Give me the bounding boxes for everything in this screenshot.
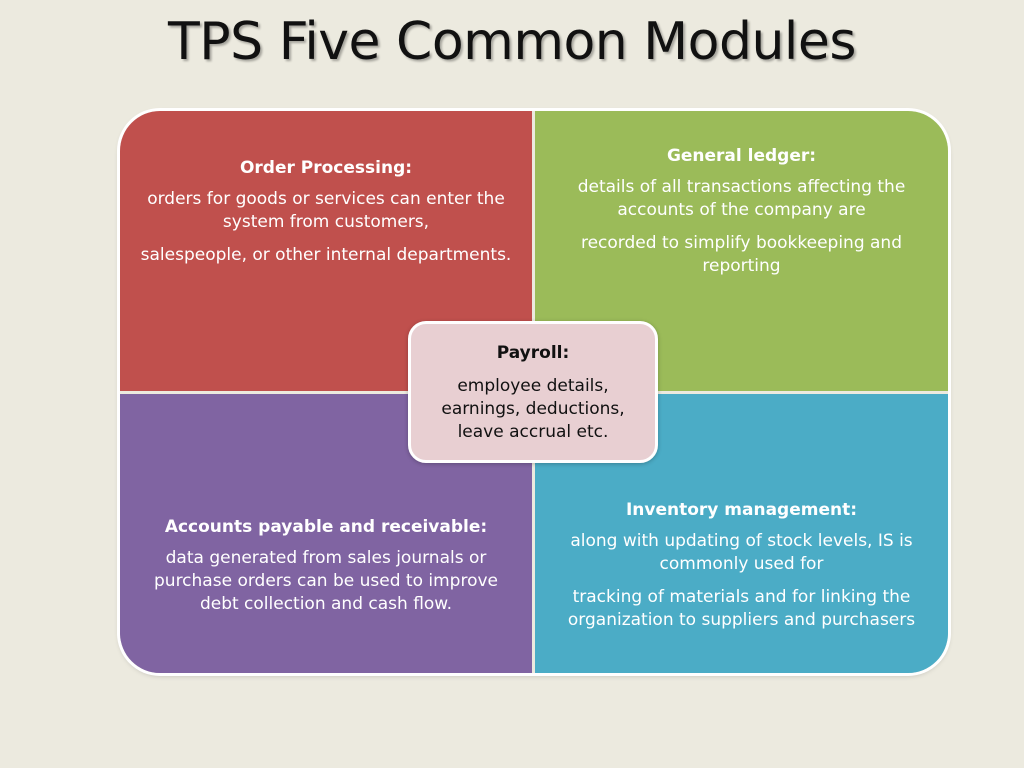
order-processing-heading: Order Processing: xyxy=(239,158,413,178)
payroll-heading: Payroll: xyxy=(496,343,570,363)
order-processing-text-2: salespeople, or other internal departmen… xyxy=(140,245,512,265)
payroll-box: Payroll: employee details, earnings, ded… xyxy=(408,321,658,463)
payroll-text: employee details, earnings, deductions, … xyxy=(441,376,625,442)
general-ledger-text-2: recorded to simplify bookkeeping and rep… xyxy=(580,233,903,276)
inventory-heading: Inventory management: xyxy=(625,500,858,520)
order-processing-text-1: orders for goods or services can enter t… xyxy=(147,189,505,232)
inventory-text-2: tracking of materials and for linking th… xyxy=(567,587,916,630)
general-ledger-text-1: details of all transactions affecting th… xyxy=(577,177,906,220)
general-ledger-heading: General ledger: xyxy=(666,146,817,166)
order-processing-quadrant: Order Processing: orders for goods or se… xyxy=(120,111,532,391)
accounts-text: data generated from sales journals or pu… xyxy=(154,548,498,614)
general-ledger-quadrant: General ledger: details of all transacti… xyxy=(535,111,948,391)
accounts-heading: Accounts payable and receivable: xyxy=(164,517,488,537)
inventory-text-1: along with updating of stock levels, IS … xyxy=(570,531,913,574)
slide-title: TPS Five Common Modules xyxy=(168,12,856,72)
